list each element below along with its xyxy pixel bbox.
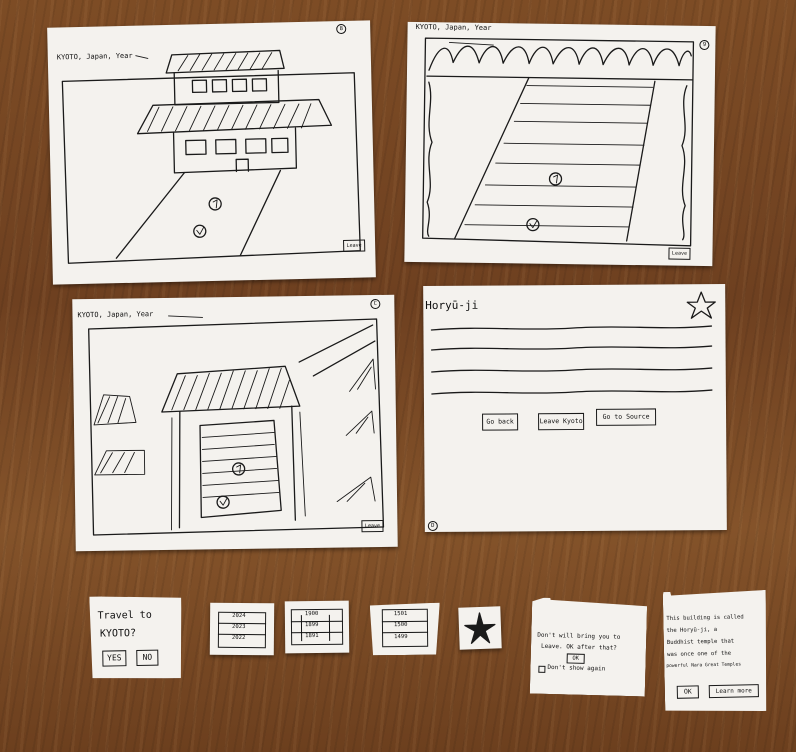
- info-popup-line: This building is called: [666, 614, 744, 623]
- year-option[interactable]: 1900: [304, 610, 319, 618]
- go-to-source-button[interactable]: Go to Source: [596, 408, 657, 426]
- ok-button[interactable]: OK: [677, 685, 699, 698]
- go-back-button[interactable]: Go back: [482, 413, 519, 431]
- card-info-popup: This building is called the Horyū-ji, a …: [663, 590, 769, 713]
- year-option[interactable]: 1501: [393, 610, 408, 618]
- leave-kyoto-button[interactable]: Leave Kyoto: [538, 412, 585, 431]
- learn-more-button[interactable]: Learn more: [709, 684, 759, 698]
- leave-button[interactable]: Leave: [668, 247, 691, 260]
- card-travel-prompt: Travel to KYOTO? YES NO: [89, 595, 182, 680]
- leave-button[interactable]: Leave: [361, 519, 384, 533]
- card-cursor-star: [458, 606, 502, 650]
- sketch-panel-gate: KYOTO, Japan, Year C Leave: [72, 294, 398, 552]
- street-building-sketch: [61, 49, 361, 264]
- year-option[interactable]: 1500: [393, 621, 408, 629]
- info-popup-line: Buddhist temple that: [666, 638, 735, 647]
- notice-line2: Leave. OK after that?: [540, 642, 617, 652]
- card-year-picker-modern: 2024 2023 2022: [209, 602, 275, 656]
- sketch-panel-steps: KYOTO, Japan, Year 9 Leave: [404, 21, 716, 267]
- info-popup-line: was once one of the: [667, 650, 732, 659]
- steps-sketch: [422, 37, 695, 247]
- ok-button[interactable]: OK: [567, 653, 585, 663]
- sketch-panel-kyoto-street: KYOTO, Japan, Year 8 Leave: [47, 20, 376, 285]
- yes-button[interactable]: YES: [102, 650, 126, 666]
- info-popup-line: powerful Nara Great Temples: [666, 662, 742, 670]
- sketch-panel-info: Horyū-ji D Go back Leave Kyoto Go to Sou…: [423, 283, 727, 533]
- card-year-picker-1500s: 1501 1500 1499: [370, 603, 441, 656]
- info-sketch: [430, 291, 716, 395]
- year-option[interactable]: 2023: [231, 623, 246, 631]
- star-icon: [686, 291, 716, 319]
- year-option[interactable]: 1891: [305, 632, 319, 640]
- year-option[interactable]: 2024: [232, 612, 246, 620]
- year-option[interactable]: 2022: [231, 634, 246, 642]
- info-popup-line: the Horyū-ji, a: [666, 626, 718, 635]
- card-leave-notice: Don't will bring you to Leave. OK after …: [530, 598, 647, 697]
- no-button[interactable]: NO: [136, 650, 158, 666]
- year-option[interactable]: 1499: [394, 633, 408, 641]
- gate-sketch: [88, 315, 385, 536]
- travel-prompt-line2: KYOTO?: [99, 627, 137, 640]
- year-option[interactable]: 1899: [304, 621, 319, 629]
- dont-show-checkbox[interactable]: [538, 666, 545, 673]
- travel-prompt-line1: Travel to: [97, 609, 152, 622]
- leave-button[interactable]: Leave: [343, 239, 366, 253]
- card-year-picker-1890s: 1900 1899 1891: [284, 600, 350, 654]
- cursor-star-icon: [464, 612, 496, 644]
- notice-line1: Don't will bring you to: [537, 631, 621, 641]
- dont-show-label: Don't show again: [547, 663, 606, 673]
